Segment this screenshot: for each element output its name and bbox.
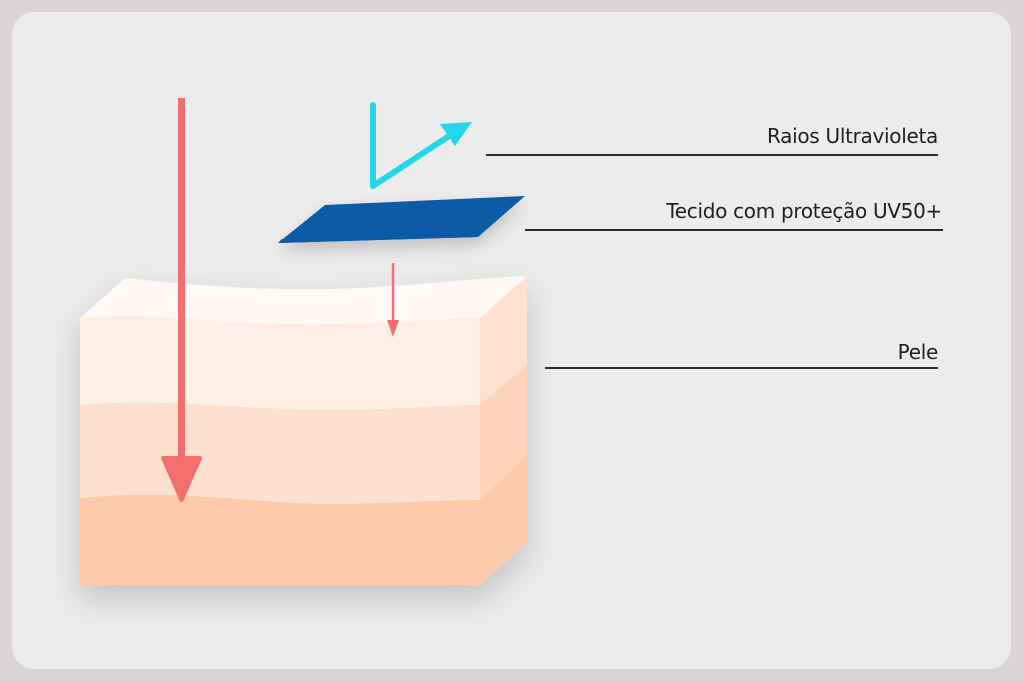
transmitted-ray-icon <box>387 263 399 337</box>
leader-line-uv-rays <box>486 154 938 156</box>
label-uv-rays: Raios Ultravioleta <box>767 124 938 148</box>
skin-layer-bottom <box>80 494 480 585</box>
leader-line-fabric <box>525 229 943 231</box>
label-fabric: Tecido com proteção UV50+ <box>666 199 942 223</box>
skin-layer-top <box>80 316 480 410</box>
label-skin: Pele <box>897 340 939 364</box>
skin-layer-middle <box>80 402 480 505</box>
reflected-ray-icon <box>370 102 472 189</box>
leader-line-skin <box>545 367 938 369</box>
skin-block <box>80 276 527 585</box>
skin-side-face-middle-layer <box>480 365 527 500</box>
fabric-sheet <box>278 196 525 243</box>
direct-ray-icon <box>161 98 202 502</box>
skin-top-surface <box>80 276 527 325</box>
fabric-surface <box>278 196 525 243</box>
skin-side-face-top-layer <box>480 276 527 405</box>
